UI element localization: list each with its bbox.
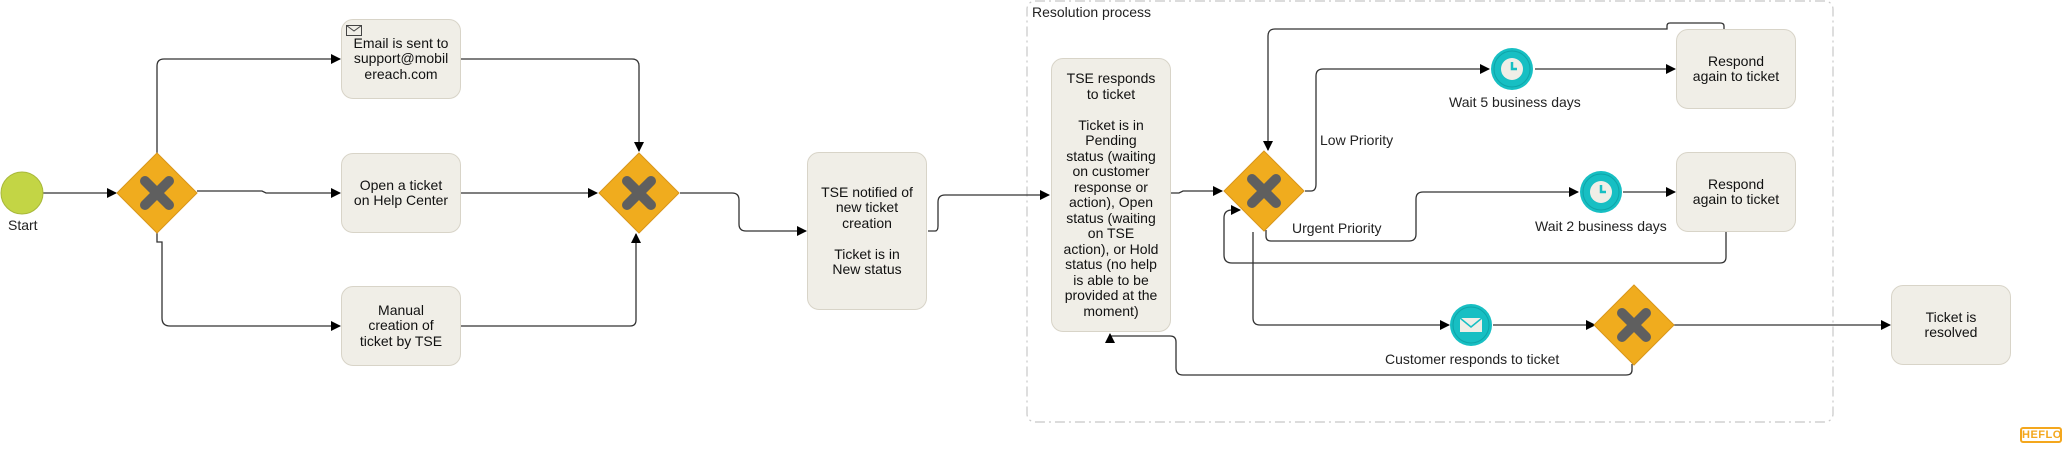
x-icon	[1617, 308, 1651, 342]
flow-gw4-responds	[1105, 333, 1633, 376]
flow-gw1-manual	[156, 233, 341, 331]
gateway-split[interactable]	[116, 152, 198, 234]
wait2-label: Wait 2 business days	[1535, 218, 1667, 234]
task-ticket-resolved[interactable]: Ticket is resolved	[1891, 285, 2011, 365]
heflo-logo: HEFLO	[2020, 427, 2062, 443]
x-icon	[1247, 174, 1281, 208]
task-respond-again-2[interactable]: Respond again to ticket	[1676, 152, 1796, 232]
urgent-priority-label: Urgent Priority	[1292, 220, 1382, 236]
flow-gw1-email	[156, 54, 341, 153]
low-priority-label: Low Priority	[1320, 132, 1394, 148]
task-tse-responds[interactable]: TSE responds to ticket Ticket is in Pend…	[1051, 58, 1171, 332]
task-open-ticket-help-center[interactable]: Open a ticket on Help Center	[341, 153, 461, 233]
wait5-label: Wait 5 business days	[1449, 94, 1581, 110]
flow-gw2-notified	[680, 192, 807, 236]
start-event[interactable]	[0, 171, 44, 215]
gateway-priority[interactable]	[1223, 150, 1305, 232]
pool-title: Resolution process	[1032, 4, 1152, 20]
customer-responds-label: Customer responds to ticket	[1385, 351, 1560, 367]
flow-gw3-wait5	[1305, 64, 1490, 192]
message-event-customer[interactable]	[1450, 304, 1492, 346]
flow-respond1-gw3	[1263, 22, 1725, 151]
flow-email-gw2	[461, 58, 644, 152]
timer-event-wait2[interactable]	[1580, 171, 1622, 213]
envelope-icon	[346, 25, 362, 36]
gateway-merge[interactable]	[598, 152, 680, 234]
start-label: Start	[8, 217, 38, 233]
flow-gw3-wait2	[1265, 187, 1579, 242]
resolution-pool	[1026, 0, 1834, 423]
flow-gw3-customer	[1252, 232, 1450, 330]
envelope-icon	[1459, 317, 1483, 332]
flow-responds-gw3	[1170, 186, 1223, 196]
flow-notified-responds	[928, 190, 1050, 232]
x-icon	[622, 176, 656, 210]
task-tse-notified[interactable]: TSE notified of new ticket creation Tick…	[807, 152, 927, 310]
task-manual-creation[interactable]: Manual creation of ticket by TSE	[341, 286, 461, 366]
timer-event-wait5[interactable]	[1491, 48, 1533, 90]
task-respond-again-1[interactable]: Respond again to ticket	[1676, 29, 1796, 109]
x-icon	[140, 176, 174, 210]
gateway-customer[interactable]	[1593, 284, 1675, 366]
flow-respond2-gw3	[1223, 205, 1727, 264]
flow-manual-gw2	[461, 233, 641, 327]
flow-gw1-help	[197, 188, 341, 198]
